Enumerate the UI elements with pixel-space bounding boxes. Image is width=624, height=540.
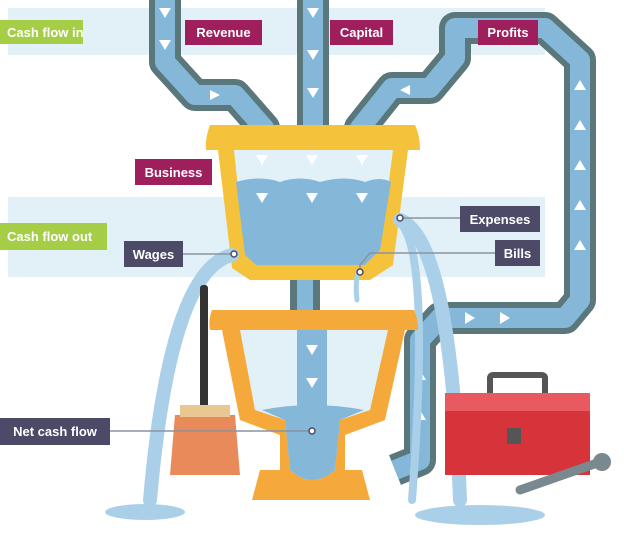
wages-label: Wages xyxy=(124,241,183,267)
capital-label: Capital xyxy=(330,20,393,45)
cash-flow-in-label: Cash flow in xyxy=(0,20,84,44)
spanner-icon xyxy=(515,453,611,495)
business-label: Business xyxy=(135,159,212,185)
puddle xyxy=(415,505,545,525)
profits-pipe xyxy=(344,12,596,485)
puddle xyxy=(105,504,185,520)
net-cash-flow-tank xyxy=(209,310,418,500)
net-cash-flow-label: Net cash flow xyxy=(0,418,110,445)
plunger-icon xyxy=(170,285,240,475)
profits-label: Profits xyxy=(478,20,538,45)
toolbox-icon xyxy=(445,372,590,475)
bills-label: Bills xyxy=(495,240,540,266)
business-tank xyxy=(205,125,420,280)
expenses-label: Expenses xyxy=(460,206,540,232)
cash-flow-out-label: Cash flow out xyxy=(0,223,107,250)
revenue-label: Revenue xyxy=(185,20,262,45)
